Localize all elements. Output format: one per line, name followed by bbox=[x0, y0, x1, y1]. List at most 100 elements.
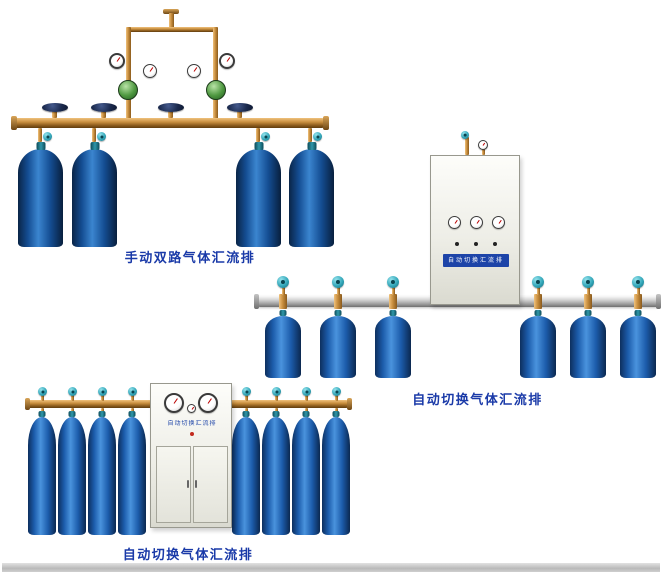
valve-handwheel bbox=[158, 103, 184, 112]
gas-cylinder bbox=[236, 149, 281, 247]
gas-cylinder bbox=[375, 316, 411, 378]
pipe-end-cap bbox=[656, 294, 661, 309]
cylinder-valve-knob bbox=[97, 132, 106, 141]
cabinet-door bbox=[193, 446, 228, 523]
right-drop-pipe bbox=[213, 27, 218, 122]
cylinder-connection-pipe bbox=[92, 128, 96, 142]
valve-stem bbox=[245, 395, 248, 401]
valve-stem bbox=[587, 287, 590, 295]
pipe-end-cap bbox=[25, 398, 30, 410]
top-cap-fitting bbox=[163, 9, 179, 14]
valve-stem bbox=[131, 395, 134, 401]
valve-stem bbox=[337, 287, 340, 295]
cylinder-connection-pipe bbox=[308, 128, 312, 142]
gas-cylinder bbox=[28, 417, 56, 535]
manifold-pipe-left bbox=[28, 400, 152, 408]
header-pipe bbox=[126, 27, 218, 32]
cylinder-valve-knob bbox=[98, 387, 107, 396]
cylinder-connection-pipe bbox=[256, 128, 260, 142]
valve-stem bbox=[101, 395, 104, 401]
caption-manual-manifold: 手动双路气体汇流排 bbox=[124, 251, 256, 266]
cylinder-valve-knob bbox=[302, 387, 311, 396]
cabinet-top-valve-knob bbox=[461, 131, 469, 139]
cylinder-valve-knob bbox=[242, 387, 251, 396]
pressure-gauge-icon bbox=[478, 140, 488, 150]
valve-handwheel bbox=[91, 103, 117, 112]
pipe-coupler bbox=[279, 294, 287, 309]
cylinder-valve-knob bbox=[38, 387, 47, 396]
pressure-gauge-icon bbox=[143, 64, 157, 78]
cylinder-valve-knob bbox=[582, 276, 594, 288]
valve-stem bbox=[237, 111, 242, 118]
pipe-coupler bbox=[584, 294, 592, 309]
regulator-valve bbox=[118, 80, 138, 100]
valve-stem bbox=[168, 111, 173, 118]
cabinet-gauge-icon bbox=[198, 393, 218, 413]
gas-cylinder bbox=[58, 417, 86, 535]
cabinet-gauge-icon bbox=[470, 216, 483, 229]
cylinder-valve-knob bbox=[68, 387, 77, 396]
cylinder-valve-knob bbox=[532, 276, 544, 288]
cabinet-gauge-icon bbox=[448, 216, 461, 229]
caption-auto-cabinet-manifold: 自动切换气体汇流排 bbox=[122, 548, 254, 563]
cylinder-valve-knob bbox=[261, 132, 270, 141]
gas-cylinder bbox=[570, 316, 606, 378]
pipe-coupler bbox=[334, 294, 342, 309]
cylinder-valve-knob bbox=[632, 276, 644, 288]
valve-stem bbox=[282, 287, 285, 295]
gas-cylinder bbox=[232, 417, 260, 535]
gas-cylinder bbox=[520, 316, 556, 378]
gas-cylinder bbox=[620, 316, 656, 378]
caption-auto-manifold: 自动切换气体汇流排 bbox=[412, 393, 543, 408]
cylinder-valve-knob bbox=[272, 387, 281, 396]
pipe-coupler bbox=[389, 294, 397, 309]
manifold-pipe-right bbox=[230, 400, 348, 408]
cabinet-gauge-icon bbox=[164, 393, 184, 413]
gas-cylinder bbox=[88, 417, 116, 535]
gas-cylinder bbox=[289, 149, 334, 247]
valve-stem bbox=[537, 287, 540, 295]
cylinder-valve-knob bbox=[277, 276, 289, 288]
gas-cylinder bbox=[292, 417, 320, 535]
cabinet-button bbox=[493, 242, 497, 246]
gas-cylinder bbox=[262, 417, 290, 535]
cabinet-button bbox=[474, 242, 478, 246]
pipe-end-cap bbox=[254, 294, 259, 309]
cabinet-label: 自动切换汇流排 bbox=[167, 420, 217, 427]
cabinet-button bbox=[455, 242, 459, 246]
cabinet-top-pipe bbox=[465, 137, 469, 155]
cabinet-door bbox=[156, 446, 191, 523]
cabinet-gauge-icon bbox=[492, 216, 505, 229]
cylinder-valve-knob bbox=[313, 132, 322, 141]
valve-handwheel bbox=[42, 103, 68, 112]
valve-stem bbox=[335, 395, 338, 401]
valve-stem bbox=[101, 111, 106, 118]
cylinder-valve-knob bbox=[387, 276, 399, 288]
pressure-gauge-icon bbox=[109, 53, 125, 69]
regulator-valve bbox=[206, 80, 226, 100]
valve-handwheel bbox=[227, 103, 253, 112]
cabinet-gauge-icon bbox=[187, 404, 196, 413]
valve-stem bbox=[41, 395, 44, 401]
cabinet-nameplate: 自动切换汇流排 bbox=[443, 254, 509, 267]
pipe-end-cap bbox=[11, 116, 17, 130]
valve-stem bbox=[305, 395, 308, 401]
cylinder-connection-pipe bbox=[38, 128, 42, 142]
gas-cylinder bbox=[320, 316, 356, 378]
cylinder-valve-knob bbox=[43, 132, 52, 141]
valve-stem bbox=[52, 111, 57, 118]
valve-stem bbox=[71, 395, 74, 401]
valve-stem bbox=[392, 287, 395, 295]
cabinet-top-pipe bbox=[482, 149, 485, 155]
cylinder-valve-knob bbox=[332, 276, 344, 288]
adjacent-image-edge bbox=[2, 563, 660, 572]
pipe-end-cap bbox=[323, 116, 329, 130]
pipe-end-cap bbox=[347, 398, 352, 410]
left-drop-pipe bbox=[126, 27, 131, 122]
cylinder-valve-knob bbox=[128, 387, 137, 396]
gas-cylinder bbox=[18, 149, 63, 247]
door-handle bbox=[187, 480, 189, 488]
door-handle bbox=[195, 480, 197, 488]
